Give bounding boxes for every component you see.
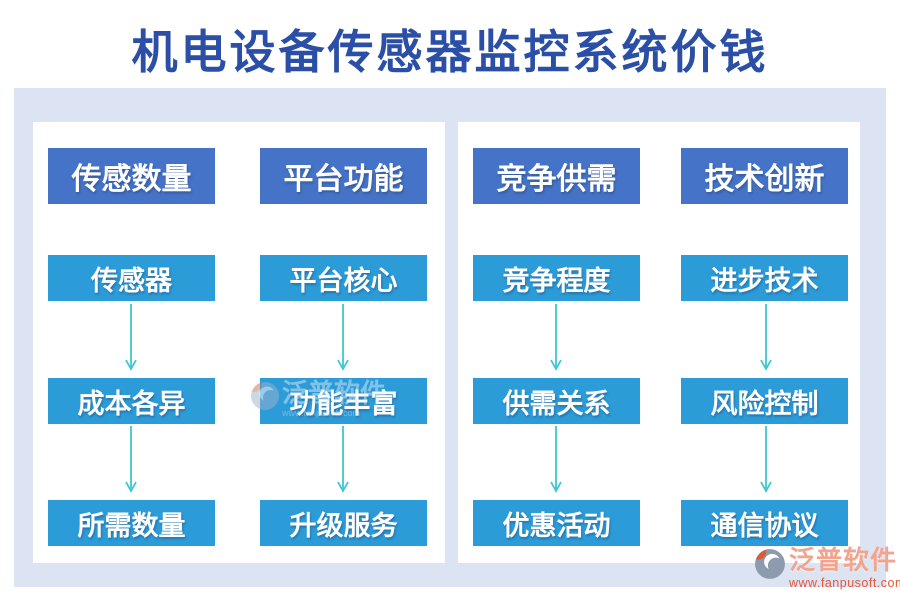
down-arrow-icon <box>337 426 349 493</box>
flow-box: 功能丰富 <box>260 378 427 424</box>
down-arrow-icon <box>125 304 137 371</box>
column-header-platform-features: 平台功能 <box>260 148 427 204</box>
down-arrow-icon <box>760 304 772 371</box>
fanpu-logo-icon <box>755 549 785 579</box>
column-header-sensor-count: 传感数量 <box>48 148 215 204</box>
down-arrow-icon <box>337 304 349 371</box>
flow-box: 风险控制 <box>681 378 848 424</box>
flow-box: 竞争程度 <box>473 255 640 301</box>
down-arrow-icon <box>125 426 137 493</box>
flow-box: 所需数量 <box>48 500 215 546</box>
flow-box: 成本各异 <box>48 378 215 424</box>
flow-box: 平台核心 <box>260 255 427 301</box>
flow-box: 升级服务 <box>260 500 427 546</box>
page-title: 机电设备传感器监控系统价钱 <box>131 27 769 78</box>
brand-name: 泛普软件 <box>789 546 898 575</box>
fanpu-logo: 泛普软件 www.fanpusoft.com <box>754 548 900 590</box>
down-arrow-icon <box>760 426 772 493</box>
flow-box: 优惠活动 <box>473 500 640 546</box>
column-header-competition-supply: 竞争供需 <box>473 148 640 204</box>
down-arrow-icon <box>550 426 562 493</box>
flow-box: 传感器 <box>48 255 215 301</box>
flow-box: 通信协议 <box>681 500 848 546</box>
column-header-tech-innovation: 技术创新 <box>681 148 848 204</box>
brand-url: www.fanpusoft.com <box>789 576 900 590</box>
flow-box: 供需关系 <box>473 378 640 424</box>
down-arrow-icon <box>550 304 562 371</box>
flow-box: 进步技术 <box>681 255 848 301</box>
